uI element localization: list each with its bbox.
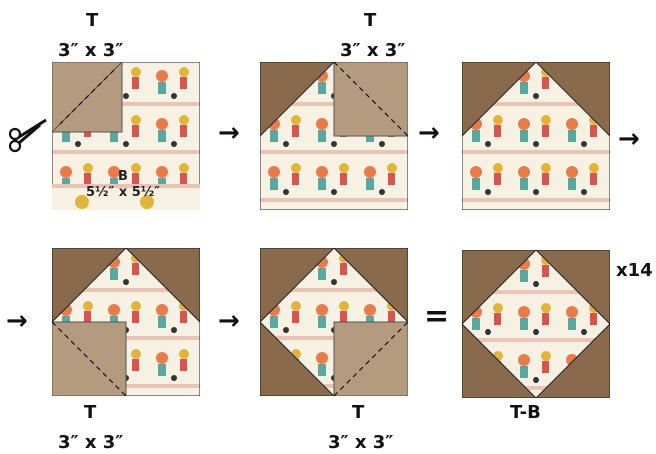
block-step2-drawing (260, 62, 408, 210)
equals-icon: = (424, 302, 449, 332)
block-result (462, 250, 610, 398)
block-step5 (260, 248, 408, 396)
step2-t-label: T (364, 12, 376, 30)
block-result-drawing (462, 250, 610, 398)
block1-piece-label: B (118, 170, 128, 183)
step2-size-label: 3″ x 3″ (340, 42, 405, 60)
block-step5-drawing (260, 248, 408, 396)
arrow-icon: → (418, 120, 440, 146)
step1-t-label: T (86, 12, 98, 30)
step4-size-label: 3″ x 3″ (58, 434, 123, 452)
arrow-icon: → (6, 308, 28, 334)
step5-t-label: T (352, 404, 364, 422)
block-step2 (260, 62, 408, 210)
result-label: T-B (510, 404, 541, 422)
block1-piece-size: 5½″ x 5½″ (86, 186, 160, 199)
arrow-icon: → (618, 126, 640, 152)
arrow-icon: → (218, 308, 240, 334)
block-step3 (462, 62, 610, 210)
arrow-icon: → (218, 120, 240, 146)
block-step4 (52, 248, 200, 396)
step1-size-label: 3″ x 3″ (58, 42, 123, 60)
block-step4-drawing (52, 248, 200, 396)
scissors-icon (6, 116, 48, 156)
step5-size-label: 3″ x 3″ (328, 434, 393, 452)
step4-t-label: T (84, 404, 96, 422)
quantity-label: x14 (616, 262, 653, 280)
block-step3-drawing (462, 62, 610, 210)
